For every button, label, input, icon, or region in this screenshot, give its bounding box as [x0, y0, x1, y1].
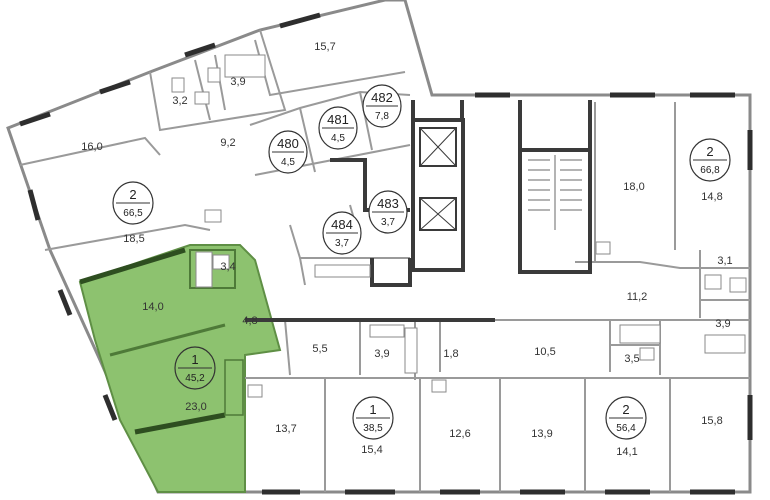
- storage-area: 4,5: [281, 157, 295, 168]
- unit-area: 66,5: [123, 208, 143, 219]
- storage-483[interactable]: 483 3,7: [368, 190, 408, 234]
- unit-area: 38,5: [363, 423, 383, 434]
- unit-rooms: 1: [369, 402, 376, 417]
- room-area: 10,5: [534, 346, 555, 358]
- room-area: 14,1: [616, 446, 637, 458]
- room-area: 3,9: [715, 318, 730, 330]
- storage-number: 480: [277, 136, 299, 151]
- storage-area: 7,8: [375, 111, 389, 122]
- unit-rooms: 2: [622, 402, 629, 417]
- unit-area: 45,2: [185, 373, 205, 384]
- room-area: 3,4: [220, 261, 235, 273]
- room-area: 14,0: [142, 301, 163, 313]
- unit-rooms: 1: [191, 352, 198, 367]
- room-area: 3,5: [624, 353, 639, 365]
- unit-rooms: 2: [706, 144, 713, 159]
- room-labels: 15,7 3,9 3,2 16,0 9,2 18,5 3,4 14,0 4,8 …: [81, 41, 732, 458]
- storage-480[interactable]: 480 4,5: [268, 130, 308, 174]
- unit-1-45-2[interactable]: 1 45,2: [174, 346, 216, 390]
- storage-badges: 480 4,5 481 4,5 482 7,8 483 3,7 484 3,7: [268, 84, 408, 255]
- room-area: 14,8: [701, 191, 722, 203]
- room-area: 5,5: [312, 343, 327, 355]
- storage-481[interactable]: 481 4,5: [318, 106, 358, 150]
- room-area: 3,9: [230, 76, 245, 88]
- unit-area: 66,8: [700, 165, 720, 176]
- unit-2-56-4[interactable]: 2 56,4: [605, 396, 647, 440]
- storage-area: 3,7: [381, 217, 395, 228]
- room-area: 3,9: [374, 348, 389, 360]
- storage-area: 3,7: [335, 238, 349, 249]
- room-area: 15,4: [361, 444, 382, 456]
- unit-1-38-5[interactable]: 1 38,5: [352, 396, 394, 440]
- unit-area: 56,4: [616, 423, 636, 434]
- room-area: 23,0: [185, 401, 206, 413]
- room-area: 13,9: [531, 428, 552, 440]
- room-area: 18,5: [123, 233, 144, 245]
- room-area: 16,0: [81, 141, 102, 153]
- stair-treads: [528, 155, 582, 230]
- room-area: 18,0: [623, 181, 644, 193]
- room-area: 3,2: [172, 95, 187, 107]
- windows: [19, 12, 753, 495]
- storage-number: 484: [331, 217, 353, 232]
- room-area: 13,7: [275, 423, 296, 435]
- unit-rooms: 2: [129, 187, 136, 202]
- storage-484[interactable]: 484 3,7: [322, 211, 362, 255]
- bath-fixtures: [171, 54, 747, 398]
- room-area: 15,7: [314, 41, 335, 53]
- storage-area: 4,5: [331, 133, 345, 144]
- storage-number: 483: [377, 196, 399, 211]
- storage-number: 482: [371, 90, 393, 105]
- unit-2-66-8[interactable]: 2 66,8: [689, 138, 731, 182]
- unit-2-66-5[interactable]: 2 66,5: [112, 181, 154, 225]
- storage-482[interactable]: 482 7,8: [362, 84, 402, 128]
- room-area: 12,6: [449, 428, 470, 440]
- room-area: 4,8: [242, 315, 257, 327]
- room-area: 3,1: [717, 255, 732, 267]
- storage-number: 481: [327, 112, 349, 127]
- unit-badges: 2 66,5 1 45,2 1 38,5 2 56,4 2 66,8: [112, 138, 731, 440]
- room-area: 1,8: [443, 348, 458, 360]
- room-area: 11,2: [627, 291, 648, 303]
- room-area: 15,8: [701, 415, 722, 427]
- room-area: 9,2: [220, 137, 235, 149]
